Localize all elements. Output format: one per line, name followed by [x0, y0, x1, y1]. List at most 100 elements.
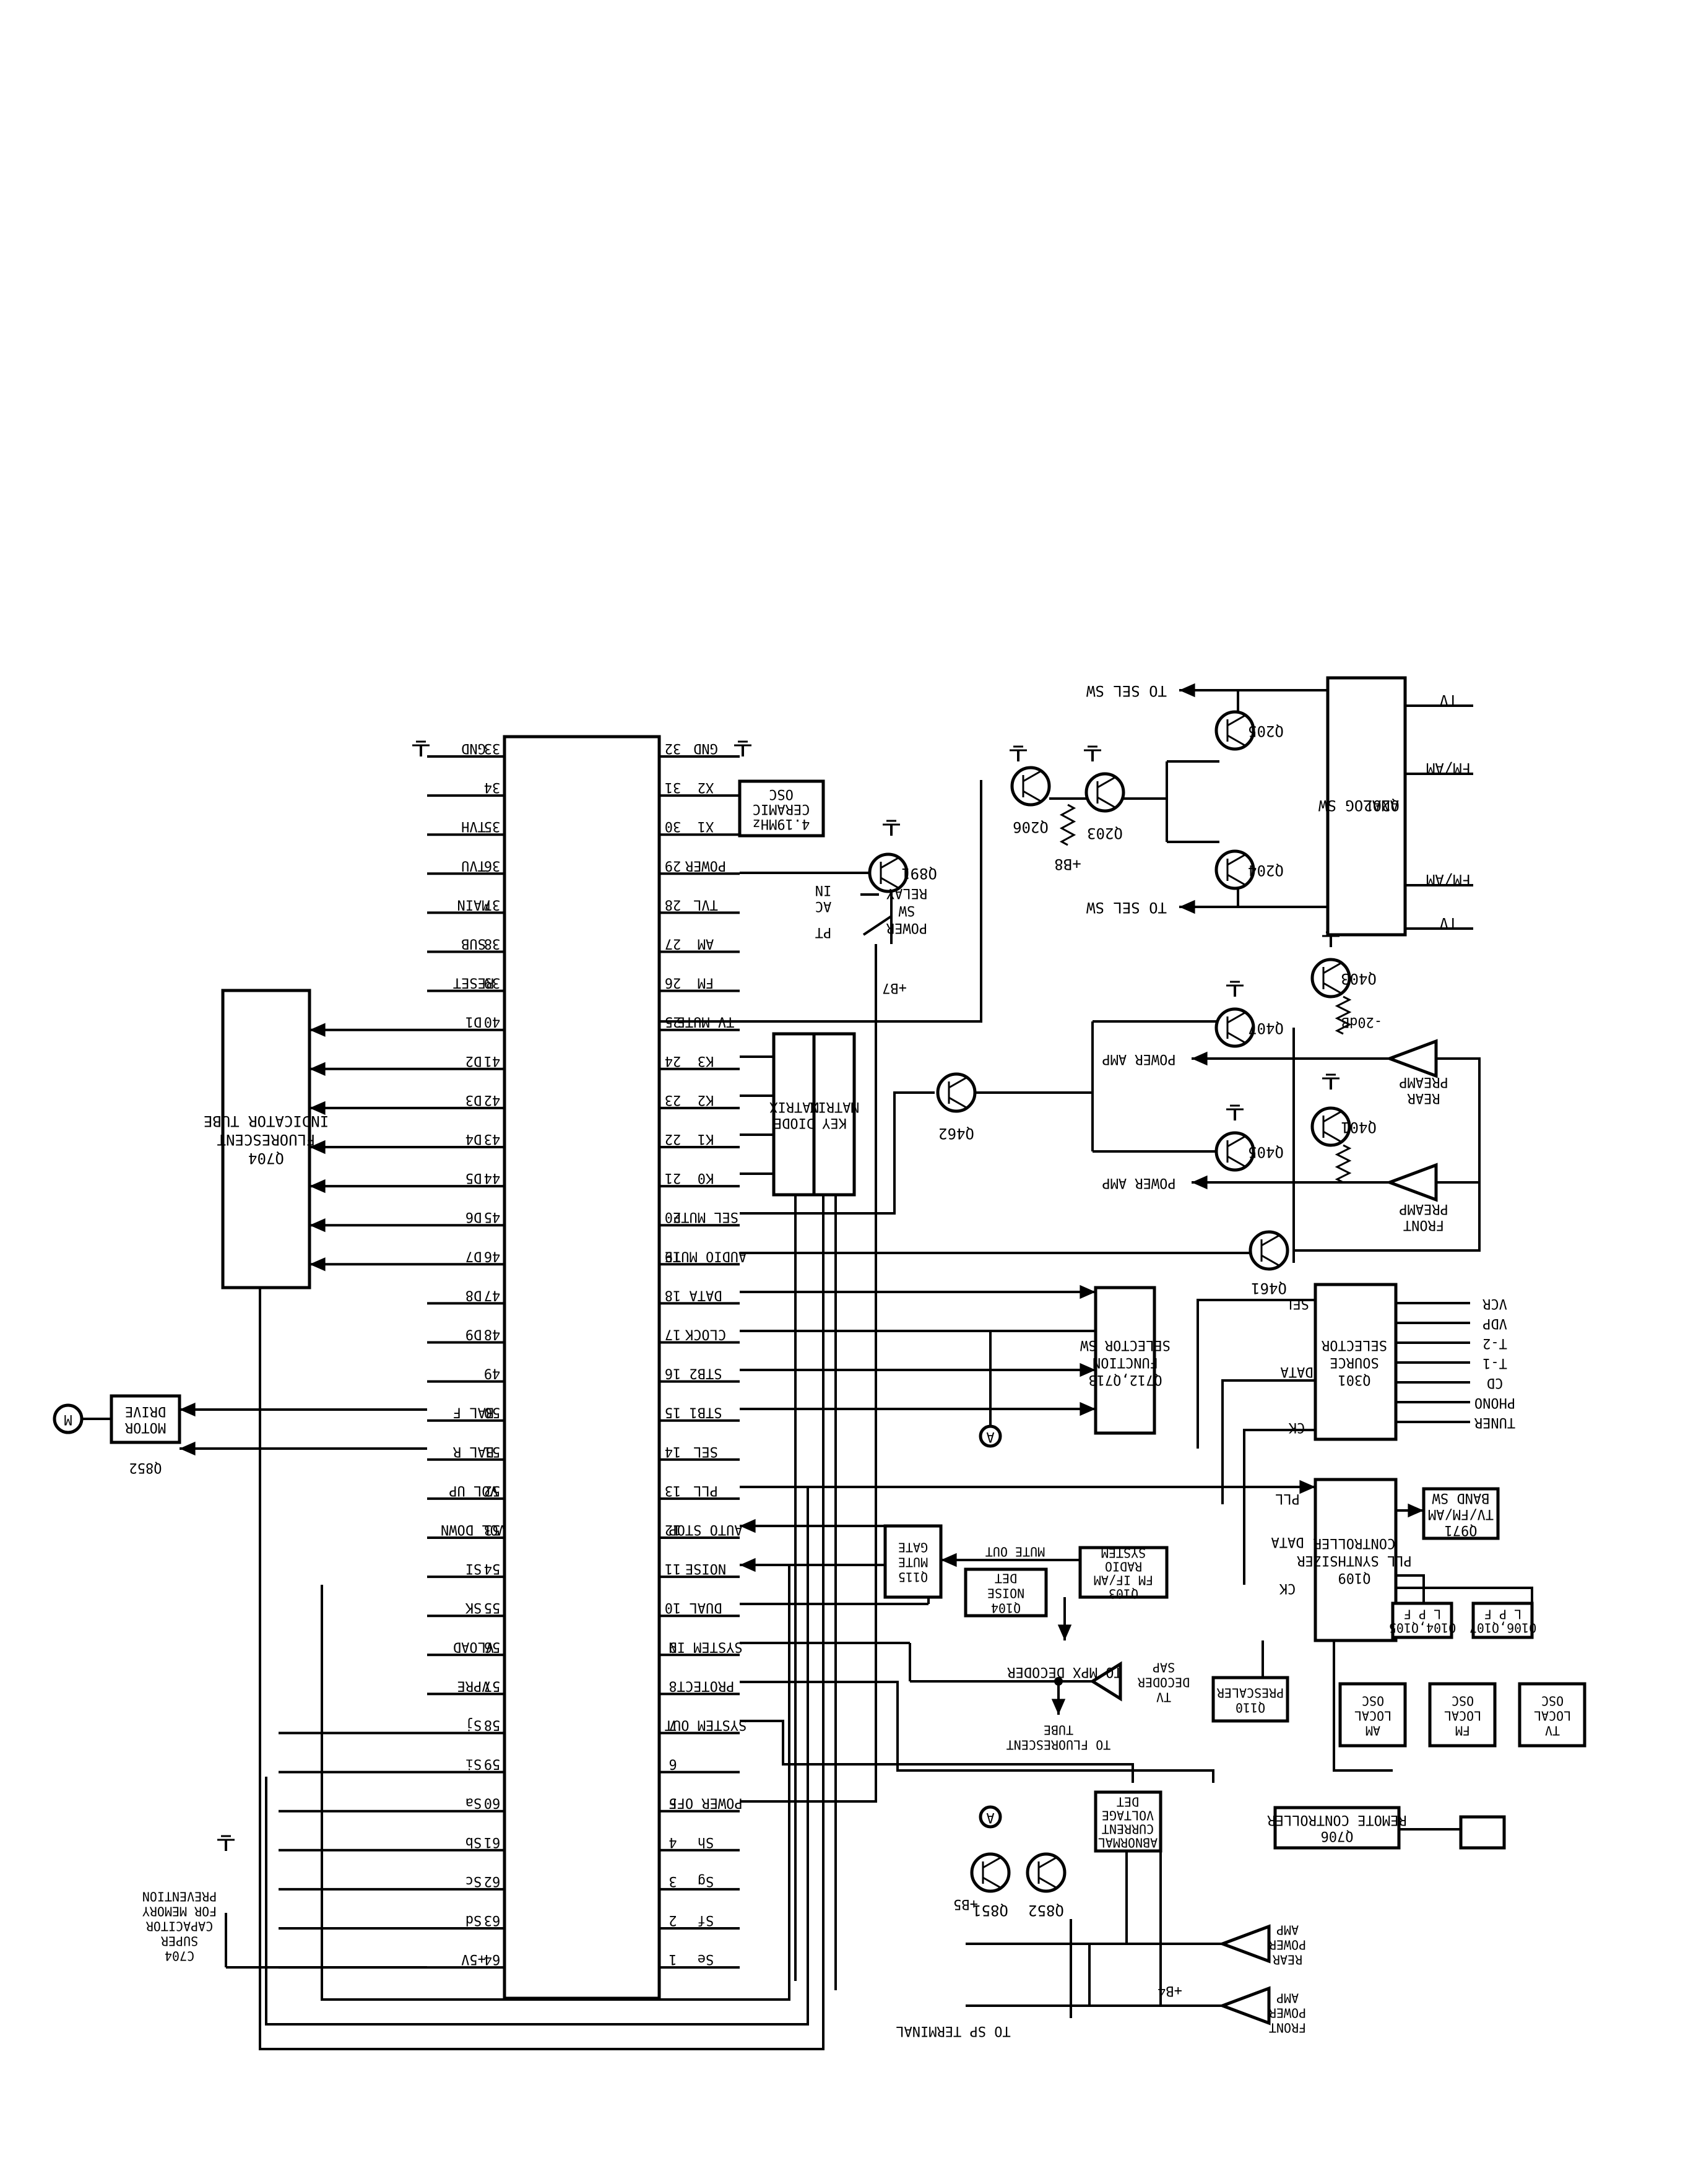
pin-label-25: TV MUTE: [677, 1014, 735, 1029]
ck-pin-label: CK: [1279, 1580, 1296, 1596]
source-label: VDP: [1482, 1315, 1507, 1331]
abnormal-label: DET: [1117, 1795, 1139, 1809]
fm-if-block: [1078, 1546, 1169, 1599]
sel-to-source: [1197, 1299, 1315, 1449]
pin-number-54: 54: [484, 1561, 501, 1576]
source-selector: [1314, 1283, 1398, 1441]
tv-decoder-buffer: [1089, 1661, 1122, 1702]
mute-gate-block: [883, 1524, 943, 1599]
prescaler-label: PRESCALER: [1216, 1686, 1284, 1701]
am-osc-label: LOCAL: [1354, 1709, 1392, 1723]
pin-label-12: AUTO STOP: [669, 1522, 742, 1537]
b7-label: +B7: [882, 980, 907, 995]
noise-det-label: NOISE: [987, 1586, 1024, 1601]
pin-number-33: 33: [484, 740, 501, 756]
pin-number-34: 34: [484, 779, 501, 795]
pin-number-17: 17: [665, 1327, 682, 1342]
protect-line: [740, 1681, 1214, 1783]
lpf1-label: L P F: [1404, 1607, 1441, 1622]
q852-protect-lead: [1038, 1857, 1057, 1869]
q405-lead: [1227, 1135, 1245, 1148]
ac-in-label: IN: [815, 882, 832, 898]
pin-label-53: VOL DOWN: [441, 1522, 506, 1537]
pin-number-2: 2: [669, 1912, 677, 1928]
pin-label-10: DUAL: [690, 1600, 722, 1615]
pin-label-26: FM: [698, 975, 714, 990]
abnormal-label: VOLTAGE: [1102, 1808, 1154, 1823]
osc-label: CERAMIC: [753, 801, 810, 817]
lpf2-label: Q106,Q107: [1469, 1621, 1536, 1636]
pin-label-15: STB1: [690, 1405, 722, 1420]
prescaler-block: [1211, 1676, 1289, 1723]
digit-arrow: [309, 1062, 326, 1076]
pin-label-36: TVU: [461, 857, 486, 873]
pin-label-33: GND: [461, 740, 486, 756]
fm-osc-label: FM: [1455, 1723, 1470, 1738]
q407: [1214, 1007, 1255, 1048]
rear-power-amp-label: REAR: [1272, 1952, 1302, 1967]
q403-label: Q403: [1341, 970, 1377, 987]
source-label: T-1: [1482, 1355, 1507, 1371]
fm-am-top: FM/AM: [1426, 760, 1471, 777]
lpf1-label: Q104,Q105: [1389, 1621, 1456, 1636]
pin-label-7: SYSTEM OUT: [665, 1717, 747, 1733]
am-osc-label: AM: [1366, 1723, 1380, 1738]
fluorescent-tube: [221, 989, 311, 1289]
motor-drive: [110, 1394, 181, 1444]
fm-osc-label: OSC: [1452, 1694, 1474, 1709]
q401-lead: [1323, 1130, 1341, 1143]
pin-number-24: 24: [665, 1053, 682, 1068]
source-label: VCR: [1482, 1296, 1507, 1311]
key-matrix-label: KEY: [822, 1115, 847, 1130]
fluorescent-label: FLUORESCENT: [217, 1131, 316, 1148]
pin-label-43: D4: [465, 1131, 482, 1146]
node-a-bottom-label: A: [986, 1809, 994, 1825]
pin-label-39: RESET: [453, 975, 494, 990]
front-power-amp: [1218, 1986, 1271, 2026]
pin-label-18: DATA: [690, 1287, 722, 1302]
motor-symbol: [53, 1403, 84, 1434]
fm-am-bottom: FM/AM: [1426, 871, 1471, 888]
band-sw-label: TV/FM/AM: [1428, 1506, 1494, 1522]
fluorescent-label: Q704: [248, 1150, 284, 1167]
pll-label: PLL SYNTHSIZER: [1297, 1553, 1412, 1568]
pin-number-52: 52: [484, 1483, 501, 1498]
front-power-amp-label: AMP: [1276, 1991, 1299, 2006]
rear-power-amp-label: AMP: [1276, 1923, 1299, 1938]
lpf1-block: [1391, 1601, 1453, 1639]
noise-det-label: Q104: [991, 1601, 1021, 1616]
bus-loop-inner: [265, 1486, 809, 2026]
q891-label: Q891: [901, 865, 937, 882]
pin-number-61: 61: [484, 1834, 501, 1850]
resistor-b8: [1059, 804, 1076, 846]
q206-lead: [1023, 790, 1041, 802]
pin-number-13: 13: [665, 1483, 682, 1498]
q405-label: Q405: [1248, 1143, 1284, 1161]
pin-label-19: AUDIO MUTE: [665, 1248, 747, 1263]
rear-preamp-label: PREAMP: [1399, 1074, 1448, 1090]
pin-number-48: 48: [484, 1327, 501, 1342]
source-label: TUNER: [1474, 1415, 1515, 1430]
pin-number-21: 21: [665, 1170, 682, 1185]
pin-label-47: D8: [465, 1287, 482, 1302]
arrow-to-sel-sw-top: [1179, 683, 1195, 698]
source-label: PHONO: [1474, 1395, 1515, 1410]
pin-label-60: Sa: [465, 1795, 482, 1811]
resistor-q401: [1335, 1144, 1352, 1184]
pin-label-29: POWER: [685, 857, 726, 873]
mute-gate-label: Q115: [898, 1570, 928, 1585]
ck-to-source: [1243, 1429, 1315, 1585]
key-matrix: [812, 1032, 856, 1197]
pll-pin-label: PLL: [1275, 1491, 1300, 1506]
front-preamp-label: FRONT: [1403, 1217, 1444, 1233]
q204: [1214, 849, 1255, 890]
pin-number-29: 29: [665, 857, 682, 873]
q852-protect-lead: [1038, 1876, 1057, 1889]
pin-label-35: TVH: [461, 818, 486, 834]
pin-number-11: 11: [665, 1561, 682, 1576]
to-fluorescent-label: TO FLUORESCENT: [1006, 1738, 1111, 1753]
pin-label-5: POWER OFF: [669, 1795, 742, 1811]
q462-label: Q462: [938, 1125, 974, 1142]
pin-label-9: SYSTEM IN: [669, 1639, 742, 1654]
to-mpx-label: TO MPX DECODER: [1007, 1664, 1122, 1679]
